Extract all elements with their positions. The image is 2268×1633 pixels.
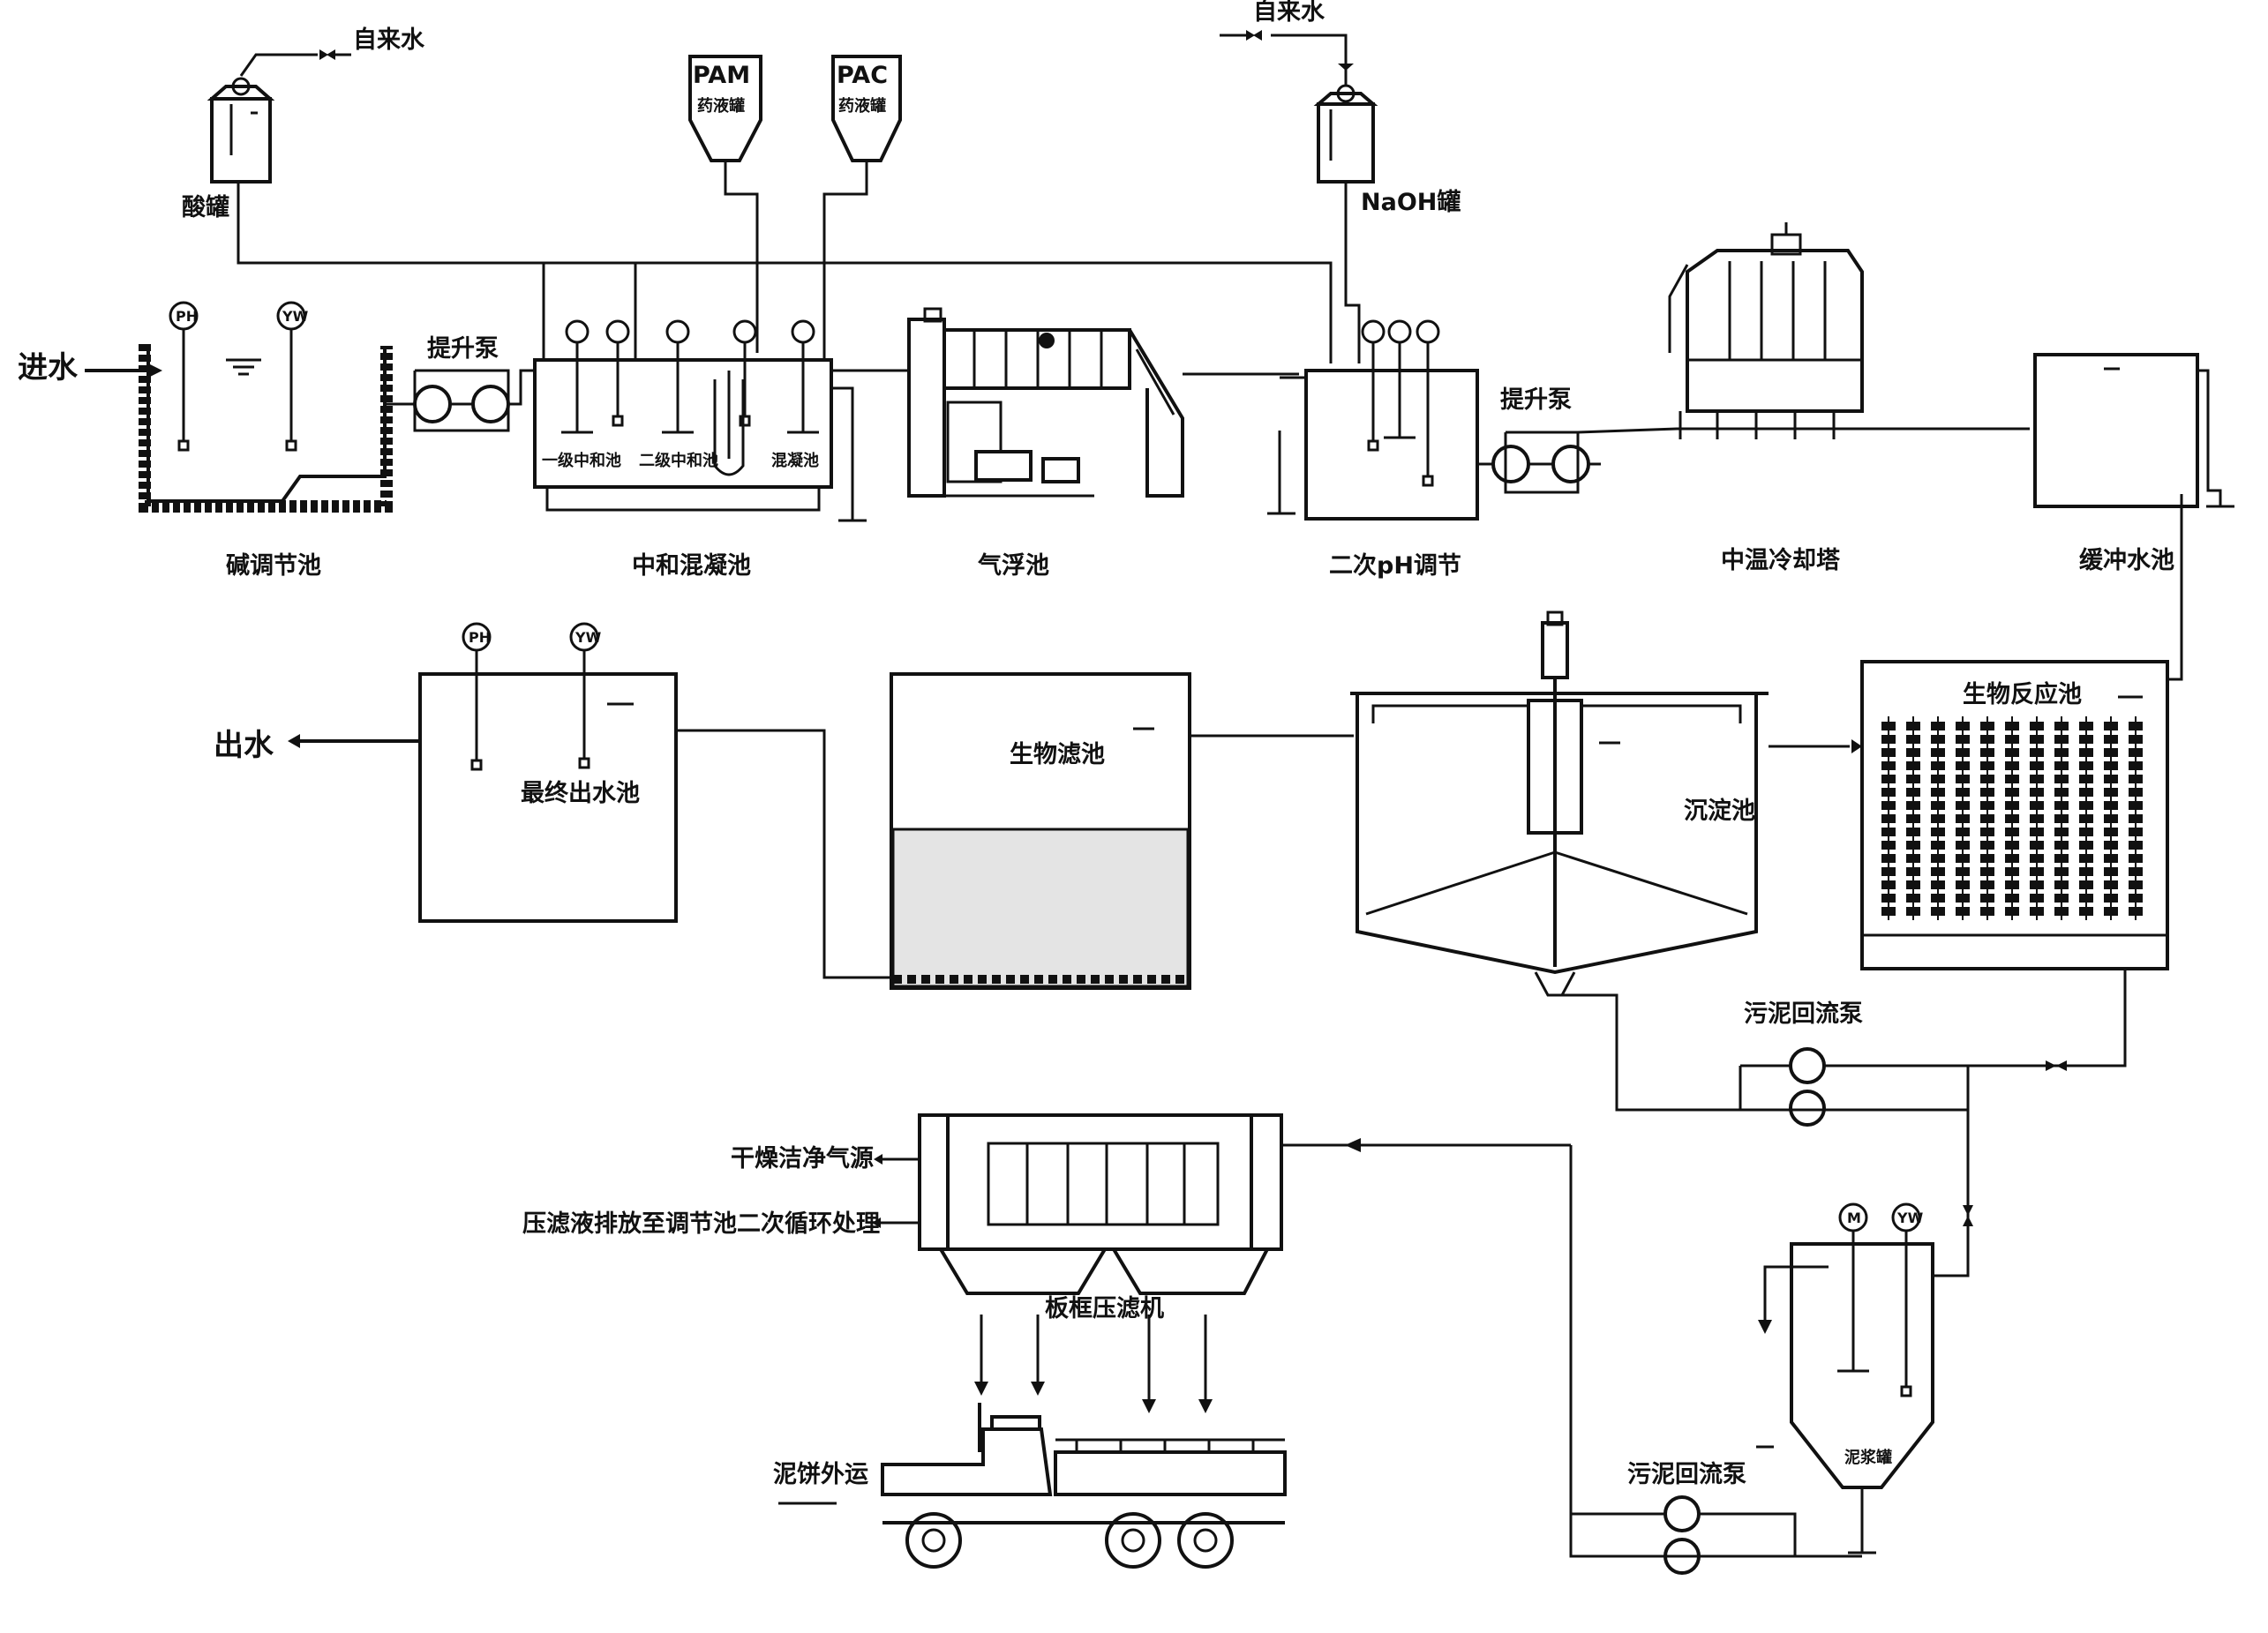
ph-icon-2: PH [469, 629, 491, 646]
pac-label: PAC [837, 62, 888, 89]
pac-sub-label: 药液罐 [838, 96, 886, 116]
flotation-label: 气浮池 [977, 552, 1049, 580]
acid-tank [207, 77, 275, 184]
naoh-tank [1313, 84, 1378, 184]
tap-water-label-1: 自来水 [353, 26, 425, 54]
pam-label: PAM [693, 62, 750, 89]
sludge-pump-1-label: 污泥回流泵 [1744, 1000, 1863, 1028]
stage2-label: 二级中和池 [639, 451, 718, 470]
sludge-to-press-line [1569, 1145, 1795, 1558]
buffer-tank [2033, 353, 2234, 508]
pam-tank: PAM 药液罐 [688, 55, 762, 185]
coag-label: 混凝池 [771, 451, 819, 470]
biofilter-to-final-line [676, 729, 891, 979]
outlet-label: 出水 [214, 728, 274, 763]
filter-press [918, 1113, 1283, 1295]
lift-pump-1-label: 提升泵 [427, 335, 499, 363]
settling-tank [1350, 611, 1769, 997]
sludge-to-thickener-line [1933, 1066, 1970, 1277]
truck-icon [881, 1403, 1287, 1569]
yw-icon-2: YW [575, 629, 602, 646]
bioreactor [1860, 660, 2169, 970]
final-tank-label: 最终出水池 [521, 779, 640, 807]
biofilter [890, 672, 1191, 990]
adjustment-tank: PH YW [139, 301, 393, 513]
inlet-label: 进水 [18, 350, 79, 386]
settling-label: 沉淀池 [1684, 797, 1755, 825]
yw-icon-3: YW [1896, 1210, 1924, 1226]
ph2-label: 二次pH调节 [1329, 552, 1461, 580]
naoh-dosing-line [1344, 182, 1361, 363]
dry-air-label: 干燥洁净气源 [731, 1145, 874, 1172]
ph2-tank [1267, 319, 1479, 521]
acid-dosing-header [237, 182, 1333, 363]
pam-dosing-line [724, 185, 759, 353]
acid-tank-label: 酸罐 [182, 193, 229, 221]
pac-tank: PAC 药液罐 [831, 55, 902, 185]
filtrate-label: 压滤液排放至调节池二次循环处理 [522, 1210, 880, 1238]
sludge-pump-1 [1739, 1047, 1968, 1127]
sludge-tank-label: 泥浆罐 [1844, 1448, 1892, 1467]
bioreactor-label: 生物反应池 [1963, 680, 2082, 708]
cooling-tower [1668, 222, 1864, 439]
cooling-tower-label: 中温冷却塔 [1721, 547, 1841, 574]
yw-icon-1: YW [282, 308, 309, 325]
tap-water-line-2 [1271, 34, 1348, 85]
pac-dosing-line [822, 185, 868, 360]
filter-press-label: 板框压滤机 [1045, 1295, 1164, 1322]
sludge-return-line-1 [1555, 969, 2127, 1112]
lift-pump-1 [387, 369, 535, 432]
lift-pump-2-label: 提升泵 [1500, 386, 1572, 414]
sludge-cake-label: 泥饼外运 [773, 1461, 868, 1488]
sludge-pump-2 [1571, 1495, 1862, 1575]
biofilter-label: 生物滤池 [1010, 741, 1105, 768]
tap-water-label-2: 自来水 [1253, 0, 1326, 26]
flotation-unit [907, 307, 1184, 498]
stage1-label: 一级中和池 [542, 451, 621, 470]
adjustment-tank-label: 碱调节池 [226, 552, 321, 580]
final-outlet-tank: PH YW [418, 622, 678, 923]
buffer-to-bio-line [2169, 494, 2183, 681]
sludge-pump-2-label: 污泥回流泵 [1627, 1461, 1746, 1488]
sludge-thickener: M YW [1756, 1202, 1934, 1554]
neutral-tank-label: 中和混凝池 [632, 552, 751, 580]
tap-water-line-1 [239, 53, 318, 77]
cake-discharge-arrows [974, 1315, 1213, 1413]
m-icon: M [1847, 1210, 1861, 1226]
buffer-tank-label: 缓冲水池 [2079, 547, 2174, 574]
neutralization-tank: 一级中和池 二级中和池 混凝池 [533, 319, 867, 522]
ph-icon-1: PH [176, 308, 198, 325]
pam-sub-label: 药液罐 [697, 96, 745, 116]
lift-pump-2 [1477, 427, 2030, 494]
naoh-tank-label: NaOH罐 [1361, 188, 1461, 216]
